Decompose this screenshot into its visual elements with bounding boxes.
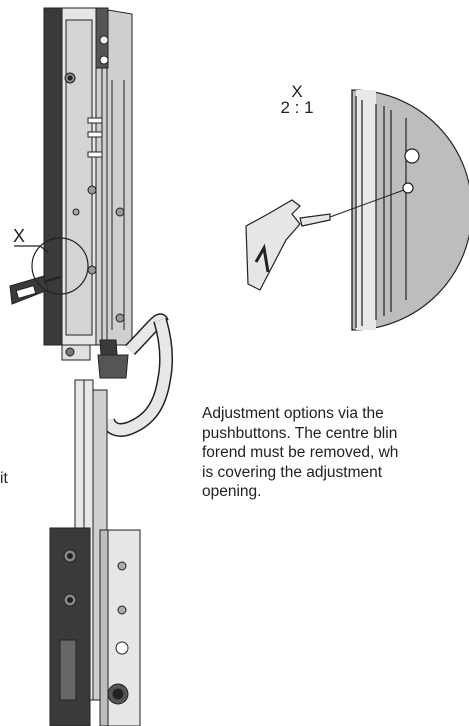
lower-lock-case	[49, 527, 141, 726]
caption-line: Adjustment options via the	[202, 405, 384, 422]
detail-label: X 2 : 1	[277, 82, 317, 117]
caption-text: Adjustment options via the pushbuttons. …	[202, 404, 469, 502]
caption-line: forend must be removed, wh	[202, 444, 399, 461]
cut-off-text: it	[0, 470, 8, 487]
key-small	[9, 275, 61, 305]
detail-view-letter: X	[291, 82, 303, 101]
caption-line: is covering the adjustment	[202, 463, 383, 481]
callout-label: X	[13, 226, 26, 246]
detail-scale: 2 : 1	[280, 98, 314, 117]
upper-lock-assembly	[43, 7, 133, 361]
caption-line: pushbuttons. The centre blin	[202, 424, 398, 442]
cable-assembly	[97, 313, 174, 437]
detail-view	[245, 89, 469, 331]
callout-circle	[14, 237, 89, 295]
caption-line: opening.	[202, 483, 262, 500]
